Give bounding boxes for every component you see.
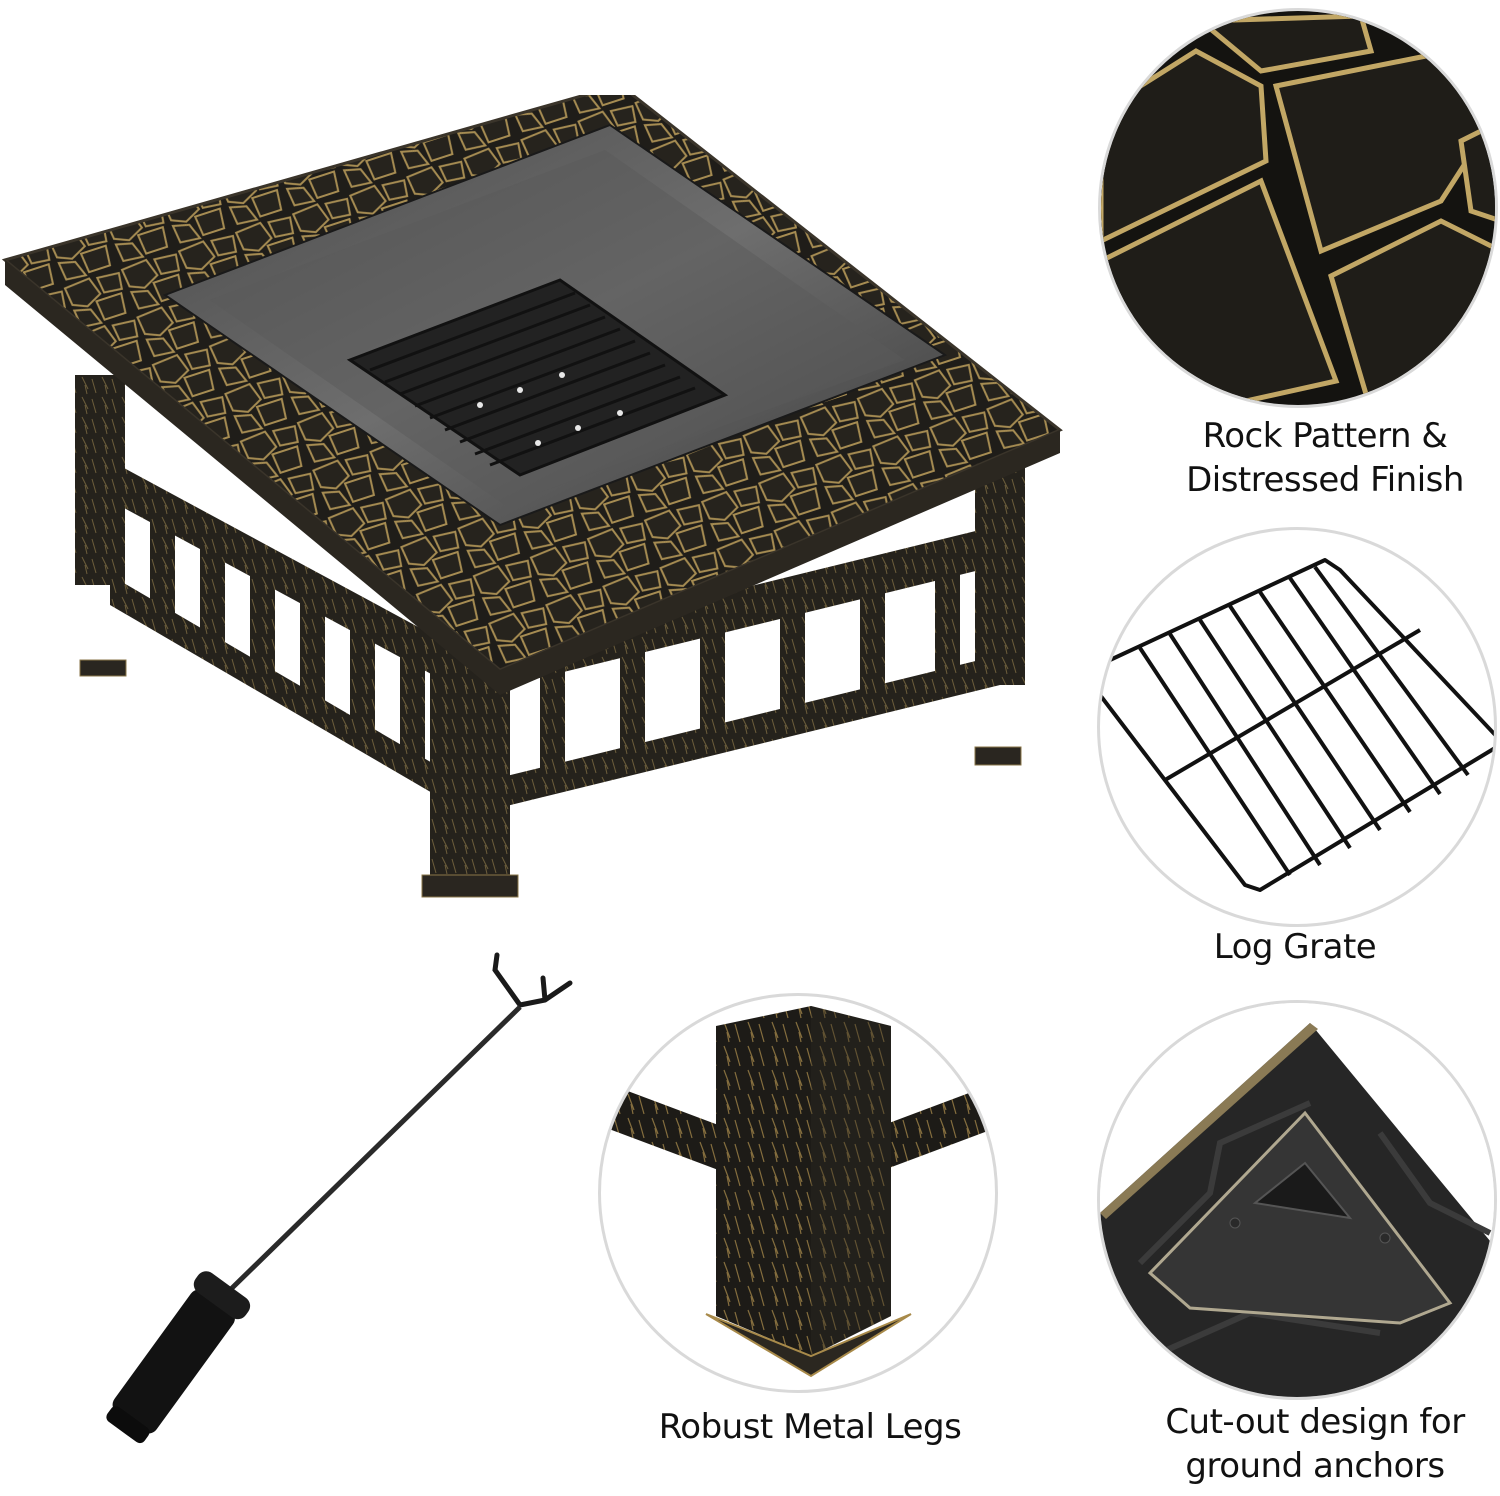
caption-line-1: Log Grate [1213,927,1377,967]
metal-leg-closeup [601,1006,995,1378]
fire-poker-icon [106,952,573,1444]
inner-log-grate [346,278,729,477]
caption-line-1: Cut-out design for [1165,1402,1465,1442]
caption-line-1: Robust Metal Legs [658,1407,962,1447]
feature-ground-anchors-circle [1097,1000,1497,1400]
feature-rock-pattern-circle [1098,8,1498,408]
feature-rock-pattern-caption: Rock Pattern & Distressed Finish [1150,414,1500,502]
fire-pit-illustration [1,95,1063,898]
log-grate-icon [1100,558,1494,892]
rock-pattern-closeup [1101,11,1495,405]
feature-ground-anchors-caption: Cut-out design for ground anchors [1140,1400,1490,1488]
feature-log-grate-circle [1097,527,1497,927]
caption-line-2: Distressed Finish [1186,460,1464,500]
caption-line-1: Rock Pattern & [1202,416,1448,456]
fire-pit-main-image [0,95,1070,915]
ground-anchor-closeup [1100,1003,1494,1397]
feature-log-grate-caption: Log Grate [1130,925,1460,969]
feature-metal-legs-circle [598,993,998,1393]
feature-metal-legs-caption: Robust Metal Legs [620,1405,1000,1449]
fire-poker-image [40,945,580,1465]
caption-line-2: ground anchors [1185,1446,1445,1486]
leg-front [430,665,510,895]
